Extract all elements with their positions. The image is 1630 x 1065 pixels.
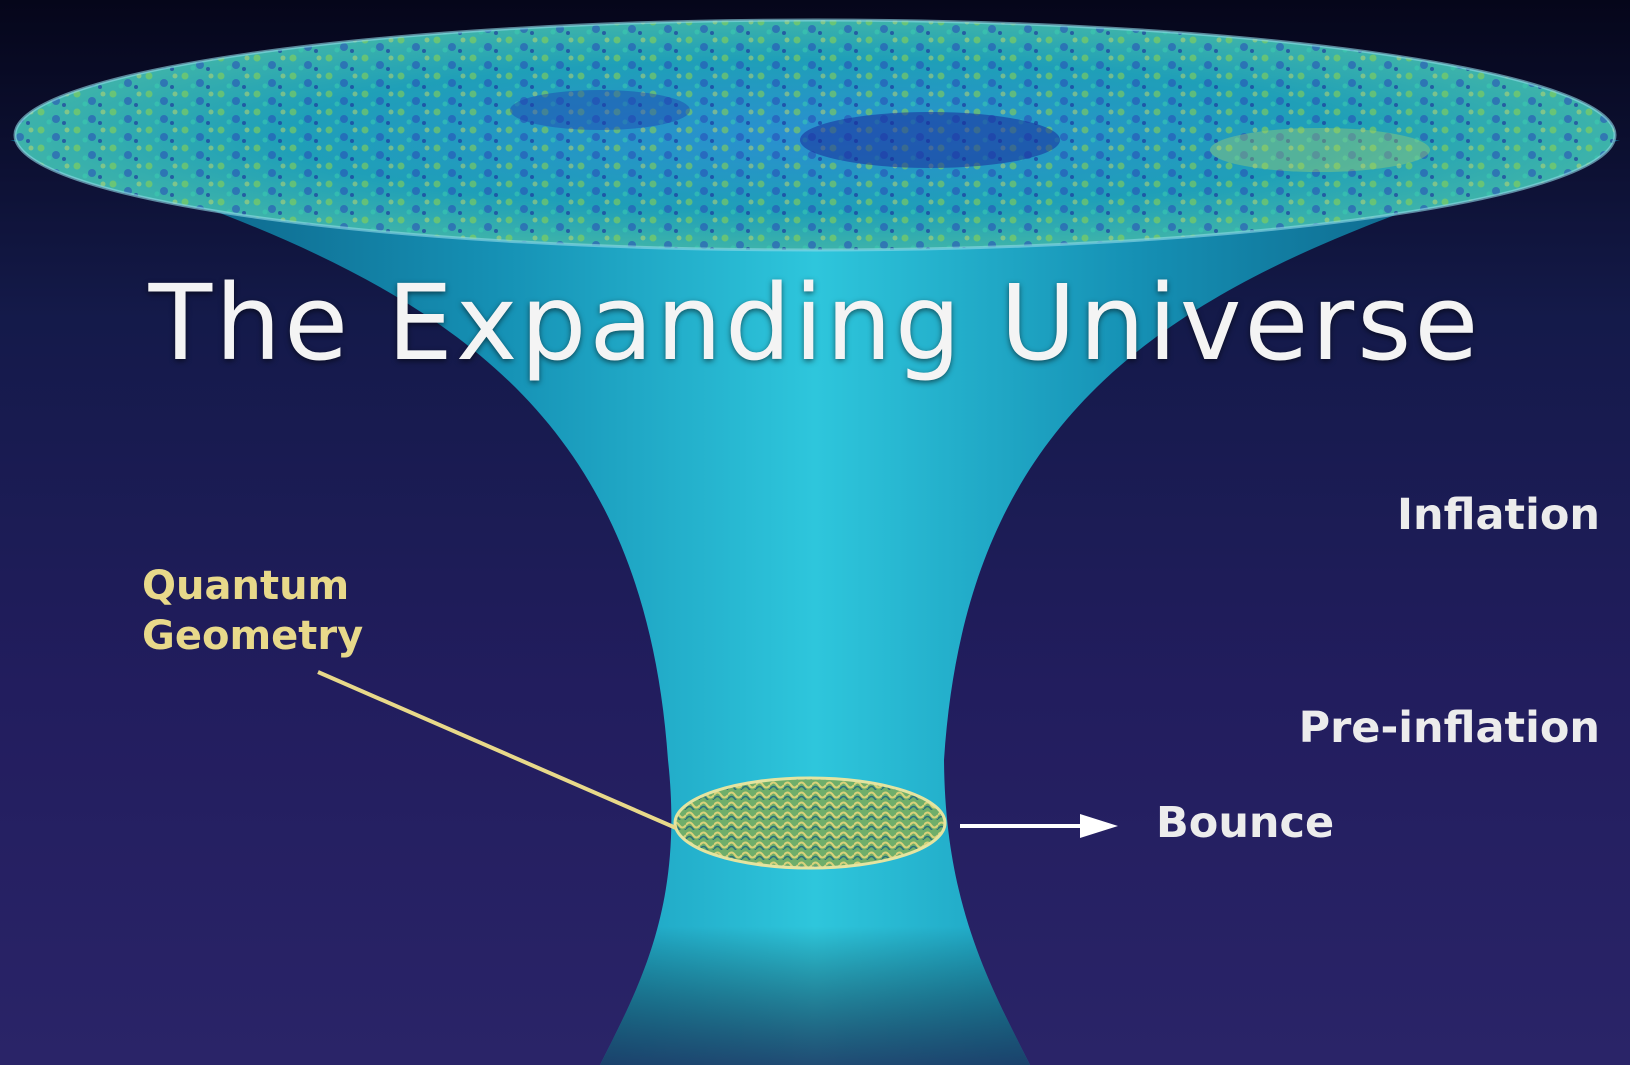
bounce-arrow <box>960 814 1118 838</box>
quantum-geometry-label: Quantum Geometry <box>142 561 363 661</box>
bounce-label: Bounce <box>1156 798 1335 848</box>
quantum-pointer-line <box>317 670 677 830</box>
slide-title: The Expanding Universe <box>148 262 1482 384</box>
inflation-label: Inflation <box>1397 490 1600 540</box>
quantum-label-line2: Geometry <box>142 613 364 659</box>
quantum-label-line1: Quantum <box>142 563 350 609</box>
pre-inflation-label: Pre-inflation <box>1298 703 1600 753</box>
